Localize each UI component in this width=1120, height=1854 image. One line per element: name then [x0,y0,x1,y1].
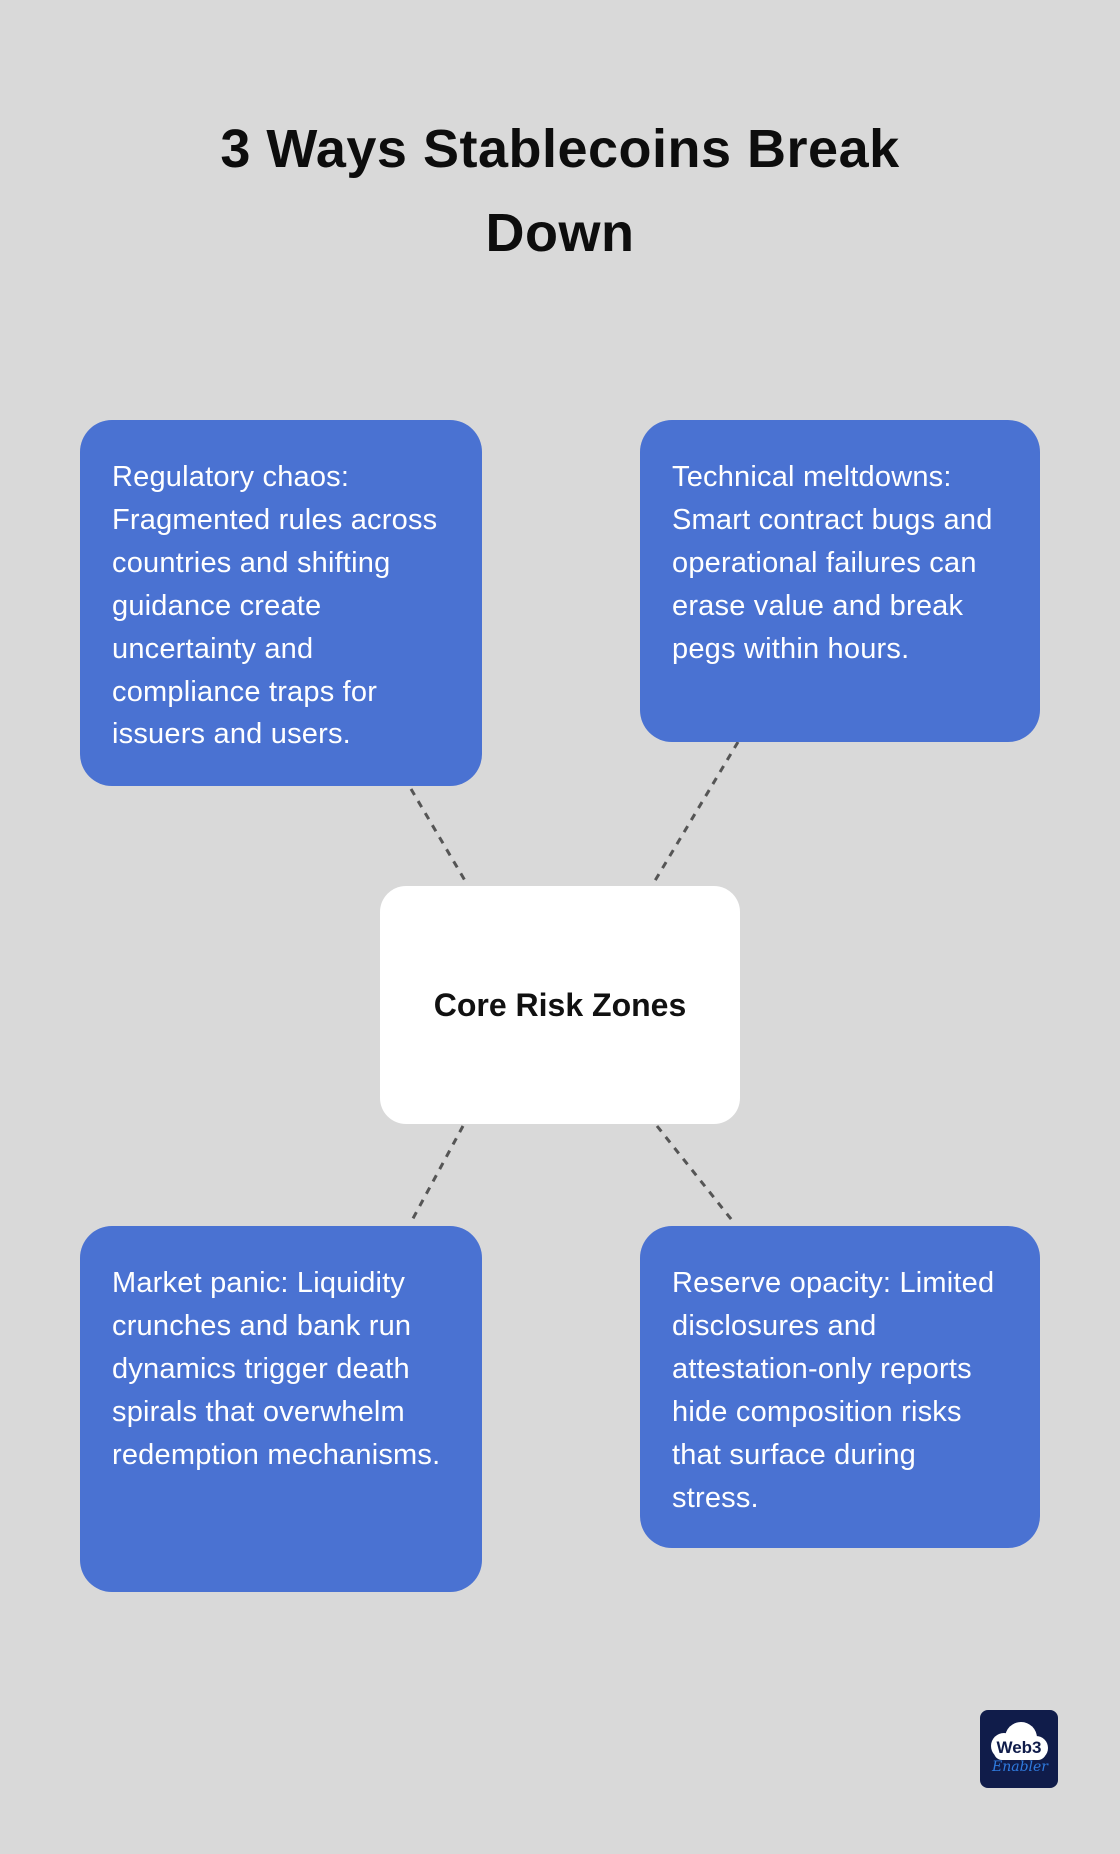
cloud-icon [991,1722,1048,1760]
logo-brand-text: Web3 [996,1738,1041,1757]
center-node-label: Core Risk Zones [433,986,687,1023]
node-technical-meltdowns-text: Technical meltdowns: Smart contract bugs… [672,461,993,665]
page-title: 3 Ways Stablecoins Break Down [220,119,900,263]
node-reserve-opacity: Reserve opacity: Limited disclosures and… [640,1226,1040,1548]
node-market-panic-text: Market panic: Liquidity crunches and ban… [112,1267,441,1471]
node-market-panic: Market panic: Liquidity crunches and ban… [80,1226,482,1592]
connector-line-bottom-right [655,1125,737,1225]
center-node-core-risk-zones: Core Risk Zones [380,886,740,1124]
node-regulatory-chaos-text: Regulatory chaos: Fragmented rules acros… [112,461,438,751]
connector-line-bottom-left [408,1125,465,1225]
connector-line-top-right [651,741,740,885]
node-reserve-opacity-text: Reserve opacity: Limited disclosures and… [672,1267,995,1514]
logo-sub-text: Enabler [991,1759,1049,1775]
node-regulatory-chaos: Regulatory chaos: Fragmented rules acros… [80,420,482,786]
node-technical-meltdowns: Technical meltdowns: Smart contract bugs… [640,420,1040,742]
connector-line-top-left [409,788,469,885]
brand-logo: Web3 Enabler [980,1710,1058,1788]
